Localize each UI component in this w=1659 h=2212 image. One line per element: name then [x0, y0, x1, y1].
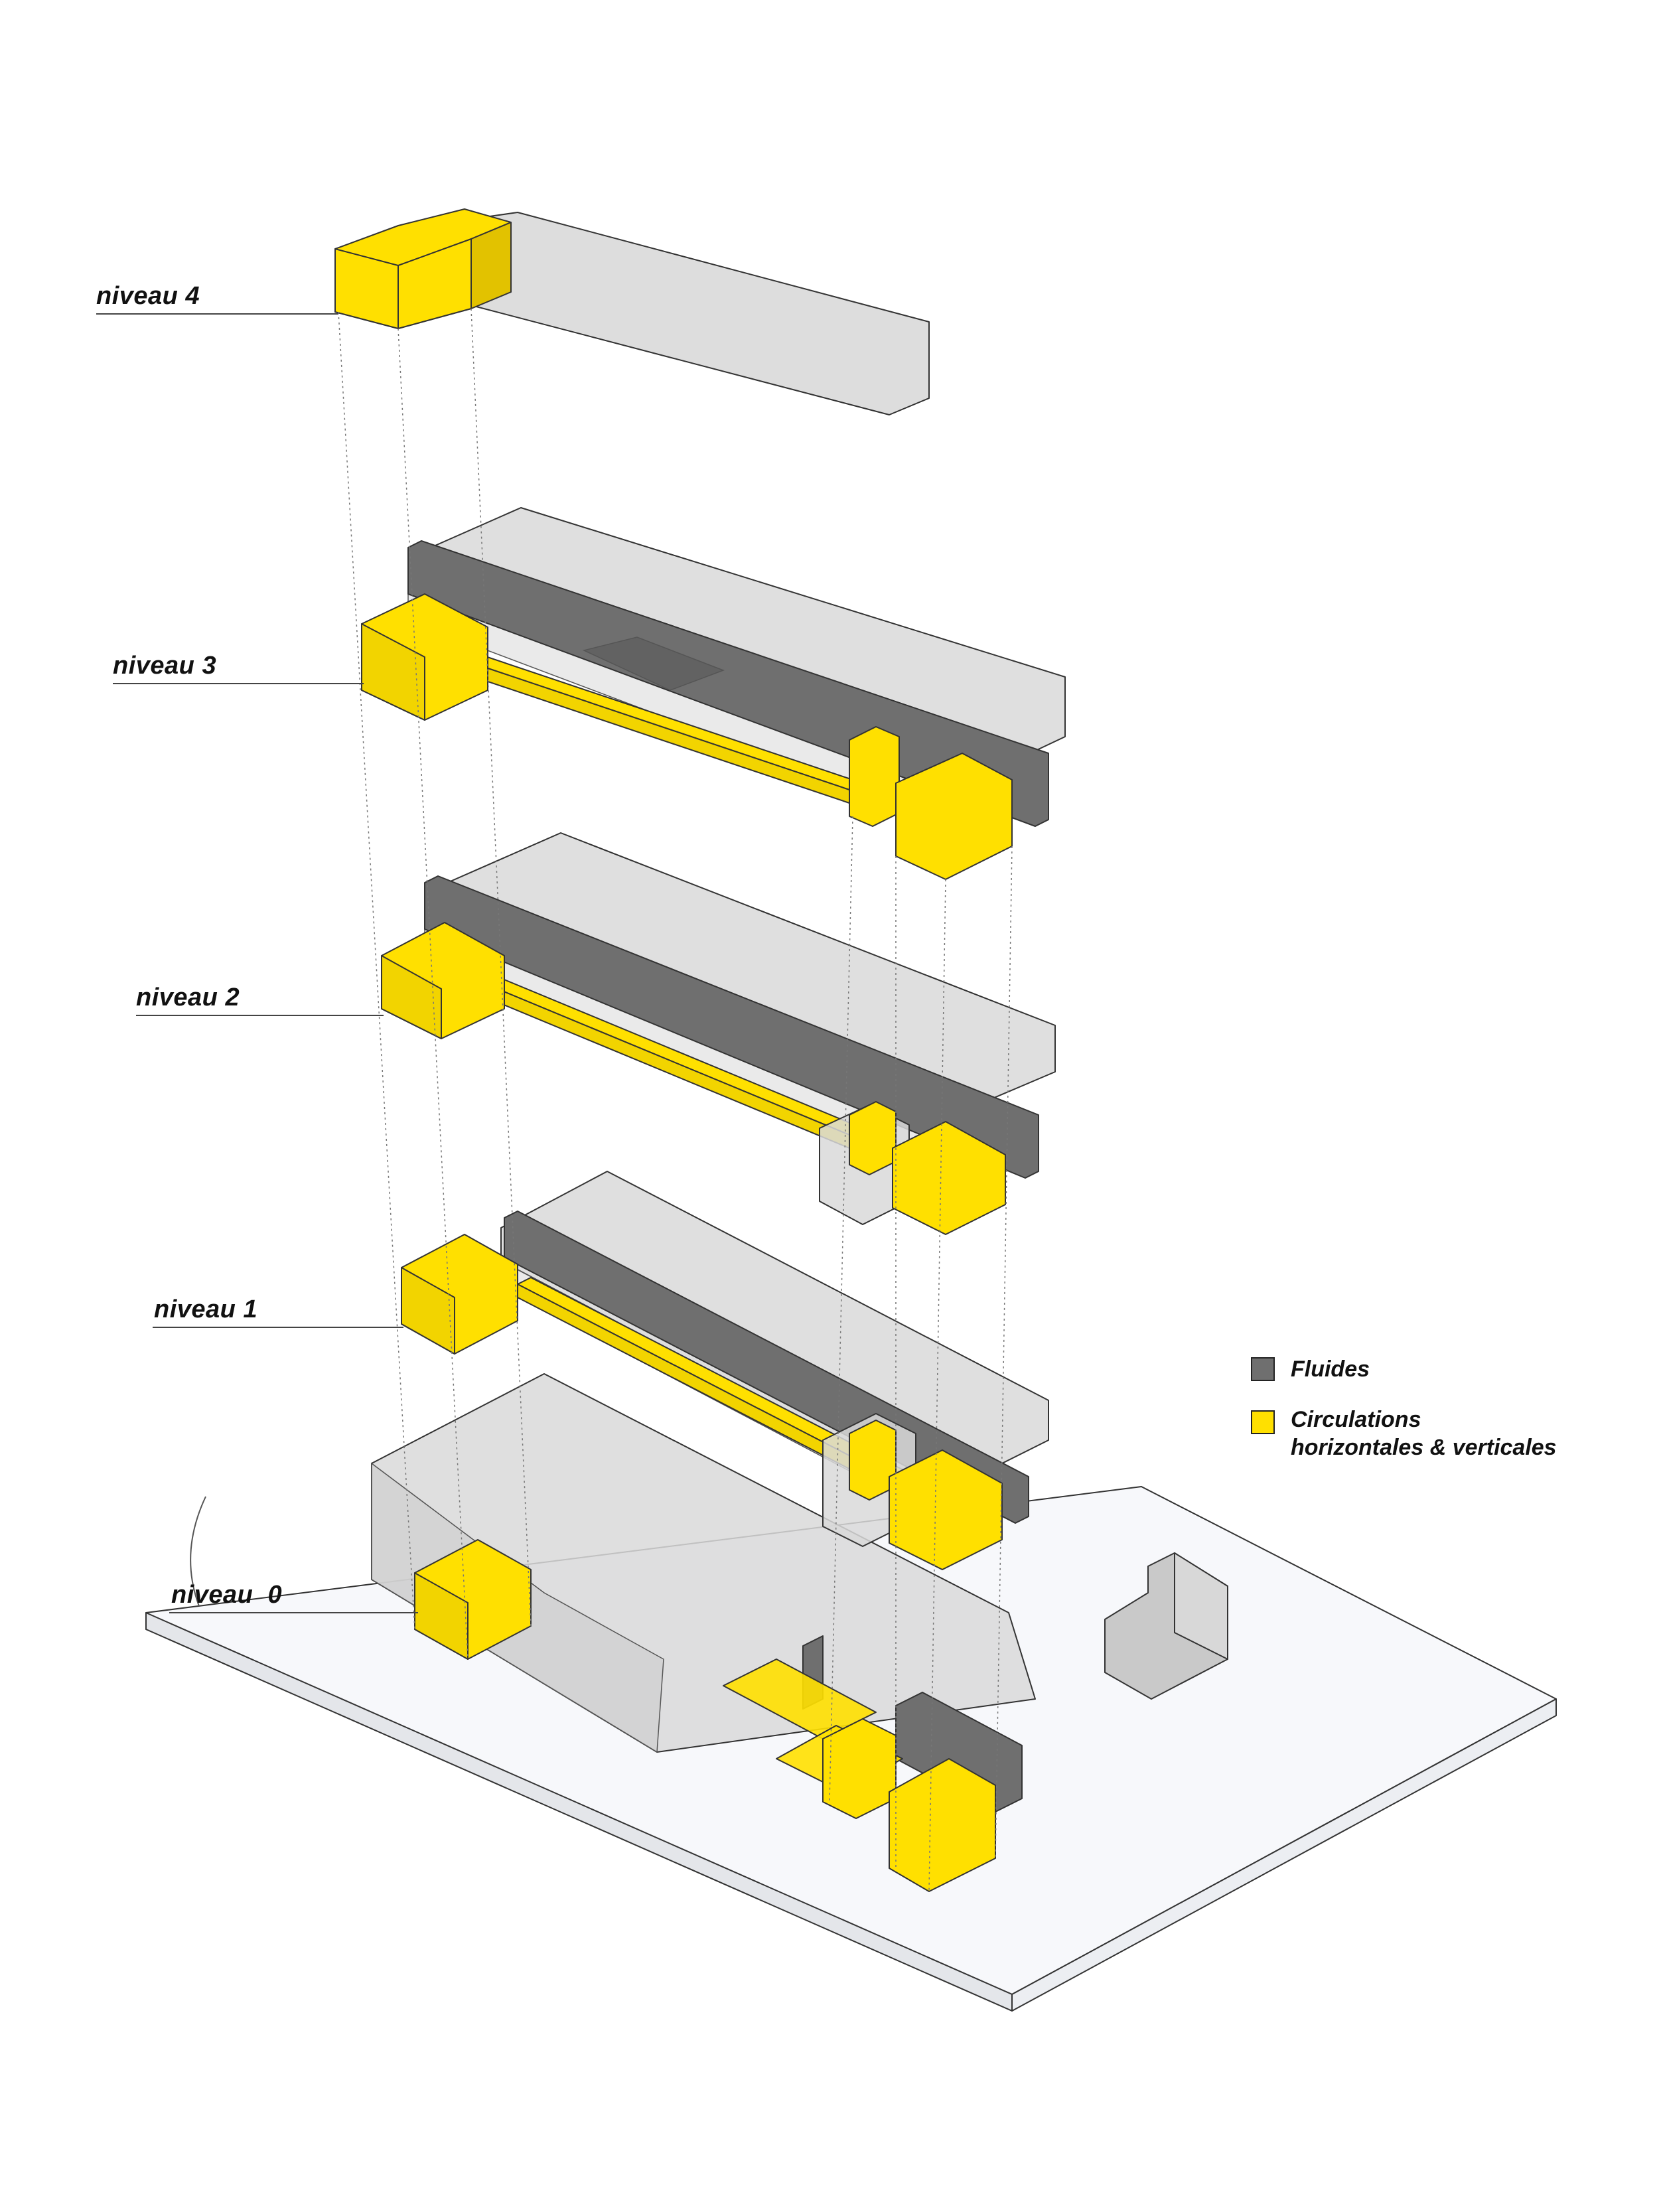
level-1-volume — [401, 1171, 1049, 1570]
level-leader-lines — [96, 313, 418, 1613]
level-label-0: niveau 0 — [171, 1581, 283, 1609]
legend-label-fluides: Fluides — [1291, 1357, 1370, 1382]
level-2-volume — [381, 832, 1056, 1235]
level-3-volume — [361, 507, 1066, 880]
level-0-volume — [371, 1373, 1036, 1892]
legend-label-circulations: Circulations — [1291, 1407, 1421, 1432]
legend-label-circulations-line2: horizontales & verticales — [1291, 1435, 1557, 1460]
legend-swatch-circulations — [1251, 1410, 1275, 1434]
level-label-3: niveau 3 — [113, 652, 217, 680]
level-label-1: niveau 1 — [154, 1295, 258, 1323]
legend-swatch-fluides — [1251, 1357, 1275, 1381]
projection-lines — [338, 308, 1013, 1892]
level-label-2: niveau 2 — [136, 984, 240, 1011]
annex-block — [1104, 1552, 1228, 1700]
level-4-volume — [334, 208, 930, 415]
level-label-4: niveau 4 — [96, 282, 200, 310]
